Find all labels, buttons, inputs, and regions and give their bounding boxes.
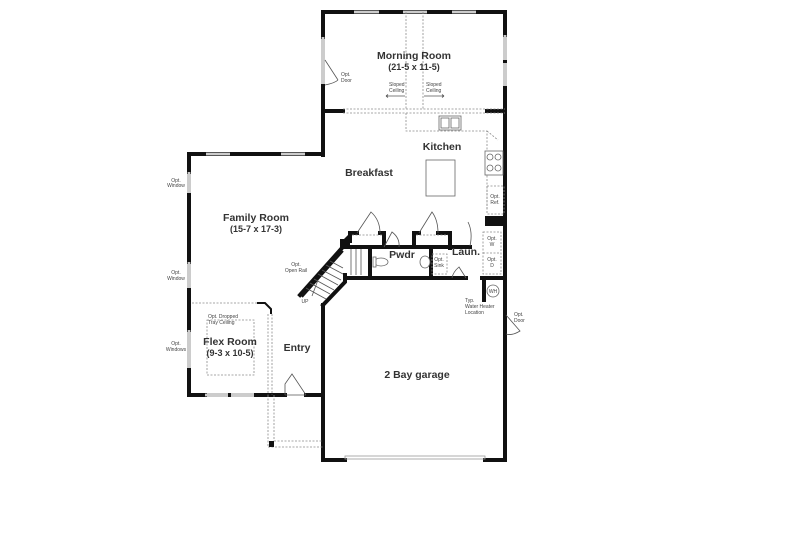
entry bbox=[267, 303, 325, 462]
sloped-ceiling-left-note-1: Sloped bbox=[389, 82, 405, 88]
opt-window-top-note-1: Opt. bbox=[171, 178, 180, 184]
open-rail-note-2: Open Rail bbox=[285, 268, 307, 274]
morning-room-label: Morning Room bbox=[377, 50, 451, 62]
kitchen bbox=[405, 113, 505, 215]
wh-note: WH bbox=[489, 289, 498, 295]
utility-walls bbox=[340, 211, 521, 335]
laundry-label: Laun. bbox=[452, 246, 480, 258]
up-note: UP bbox=[302, 299, 310, 305]
flex-room bbox=[192, 302, 273, 395]
opt-d-note-2: D bbox=[490, 263, 494, 269]
open-rail-note-1: Opt. bbox=[291, 262, 300, 268]
opt-window-top-note-2: Window bbox=[167, 183, 185, 189]
sloped-ceiling-right-note-2: Ceiling bbox=[426, 88, 442, 94]
opt-ref-note-2: Ref. bbox=[490, 200, 499, 206]
kitchen-label: Kitchen bbox=[423, 141, 462, 153]
morning-room-walls bbox=[321, 10, 507, 462]
family-room-dims: (15-7 x 17-3) bbox=[230, 224, 282, 234]
flex-room-dims: (9-3 x 10-5) bbox=[206, 348, 253, 358]
opt-door-garage-note-2: Door bbox=[514, 318, 525, 324]
opt-windows-flex-note-1: Opt. bbox=[171, 341, 180, 347]
opt-d-note-1: Opt. bbox=[487, 257, 496, 263]
opt-sink-note-2: Sink bbox=[434, 263, 444, 269]
opt-windows-flex-note-2: Windows bbox=[166, 347, 187, 353]
family-room-label: Family Room bbox=[223, 212, 289, 224]
opt-door-morning-note-1: Opt. bbox=[341, 72, 350, 78]
garage bbox=[321, 455, 507, 462]
water-heater-note-1: Typ. bbox=[465, 298, 474, 304]
water-heater-note-3: Location bbox=[465, 310, 484, 316]
opt-window-bottom-note-1: Opt. bbox=[171, 270, 180, 276]
water-heater-note-2: Water Heater bbox=[465, 304, 495, 310]
family-room-walls bbox=[187, 152, 325, 397]
sloped-ceiling-left-note-2: Ceiling bbox=[389, 88, 405, 94]
stairs bbox=[297, 233, 362, 308]
powder-room-label: Pwdr bbox=[389, 249, 415, 261]
breakfast-label: Breakfast bbox=[345, 167, 393, 179]
tray-ceiling-note-1: Opt. Dropped bbox=[208, 314, 238, 320]
morning-room-dims: (21-5 x 11-5) bbox=[388, 62, 440, 72]
opt-w-note-2: W bbox=[490, 242, 495, 248]
sloped-ceiling-right-note-1: Sloped bbox=[426, 82, 442, 88]
opt-sink-note-1: Opt. bbox=[434, 257, 443, 263]
opt-door-morning-note-2: Door bbox=[341, 78, 352, 84]
morning-room-ceiling-lines bbox=[343, 12, 505, 114]
opt-door-garage-note-1: Opt. bbox=[514, 312, 523, 318]
opt-window-bottom-note-2: Window bbox=[167, 276, 185, 282]
opt-w-note-1: Opt. bbox=[487, 236, 496, 242]
flex-room-label: Flex Room bbox=[203, 336, 257, 348]
opt-ref-note-1: Opt. bbox=[490, 194, 499, 200]
entry-label: Entry bbox=[284, 342, 311, 354]
tray-ceiling-note-2: Tray Ceiling bbox=[208, 320, 235, 326]
garage-label: 2 Bay garage bbox=[384, 369, 450, 381]
